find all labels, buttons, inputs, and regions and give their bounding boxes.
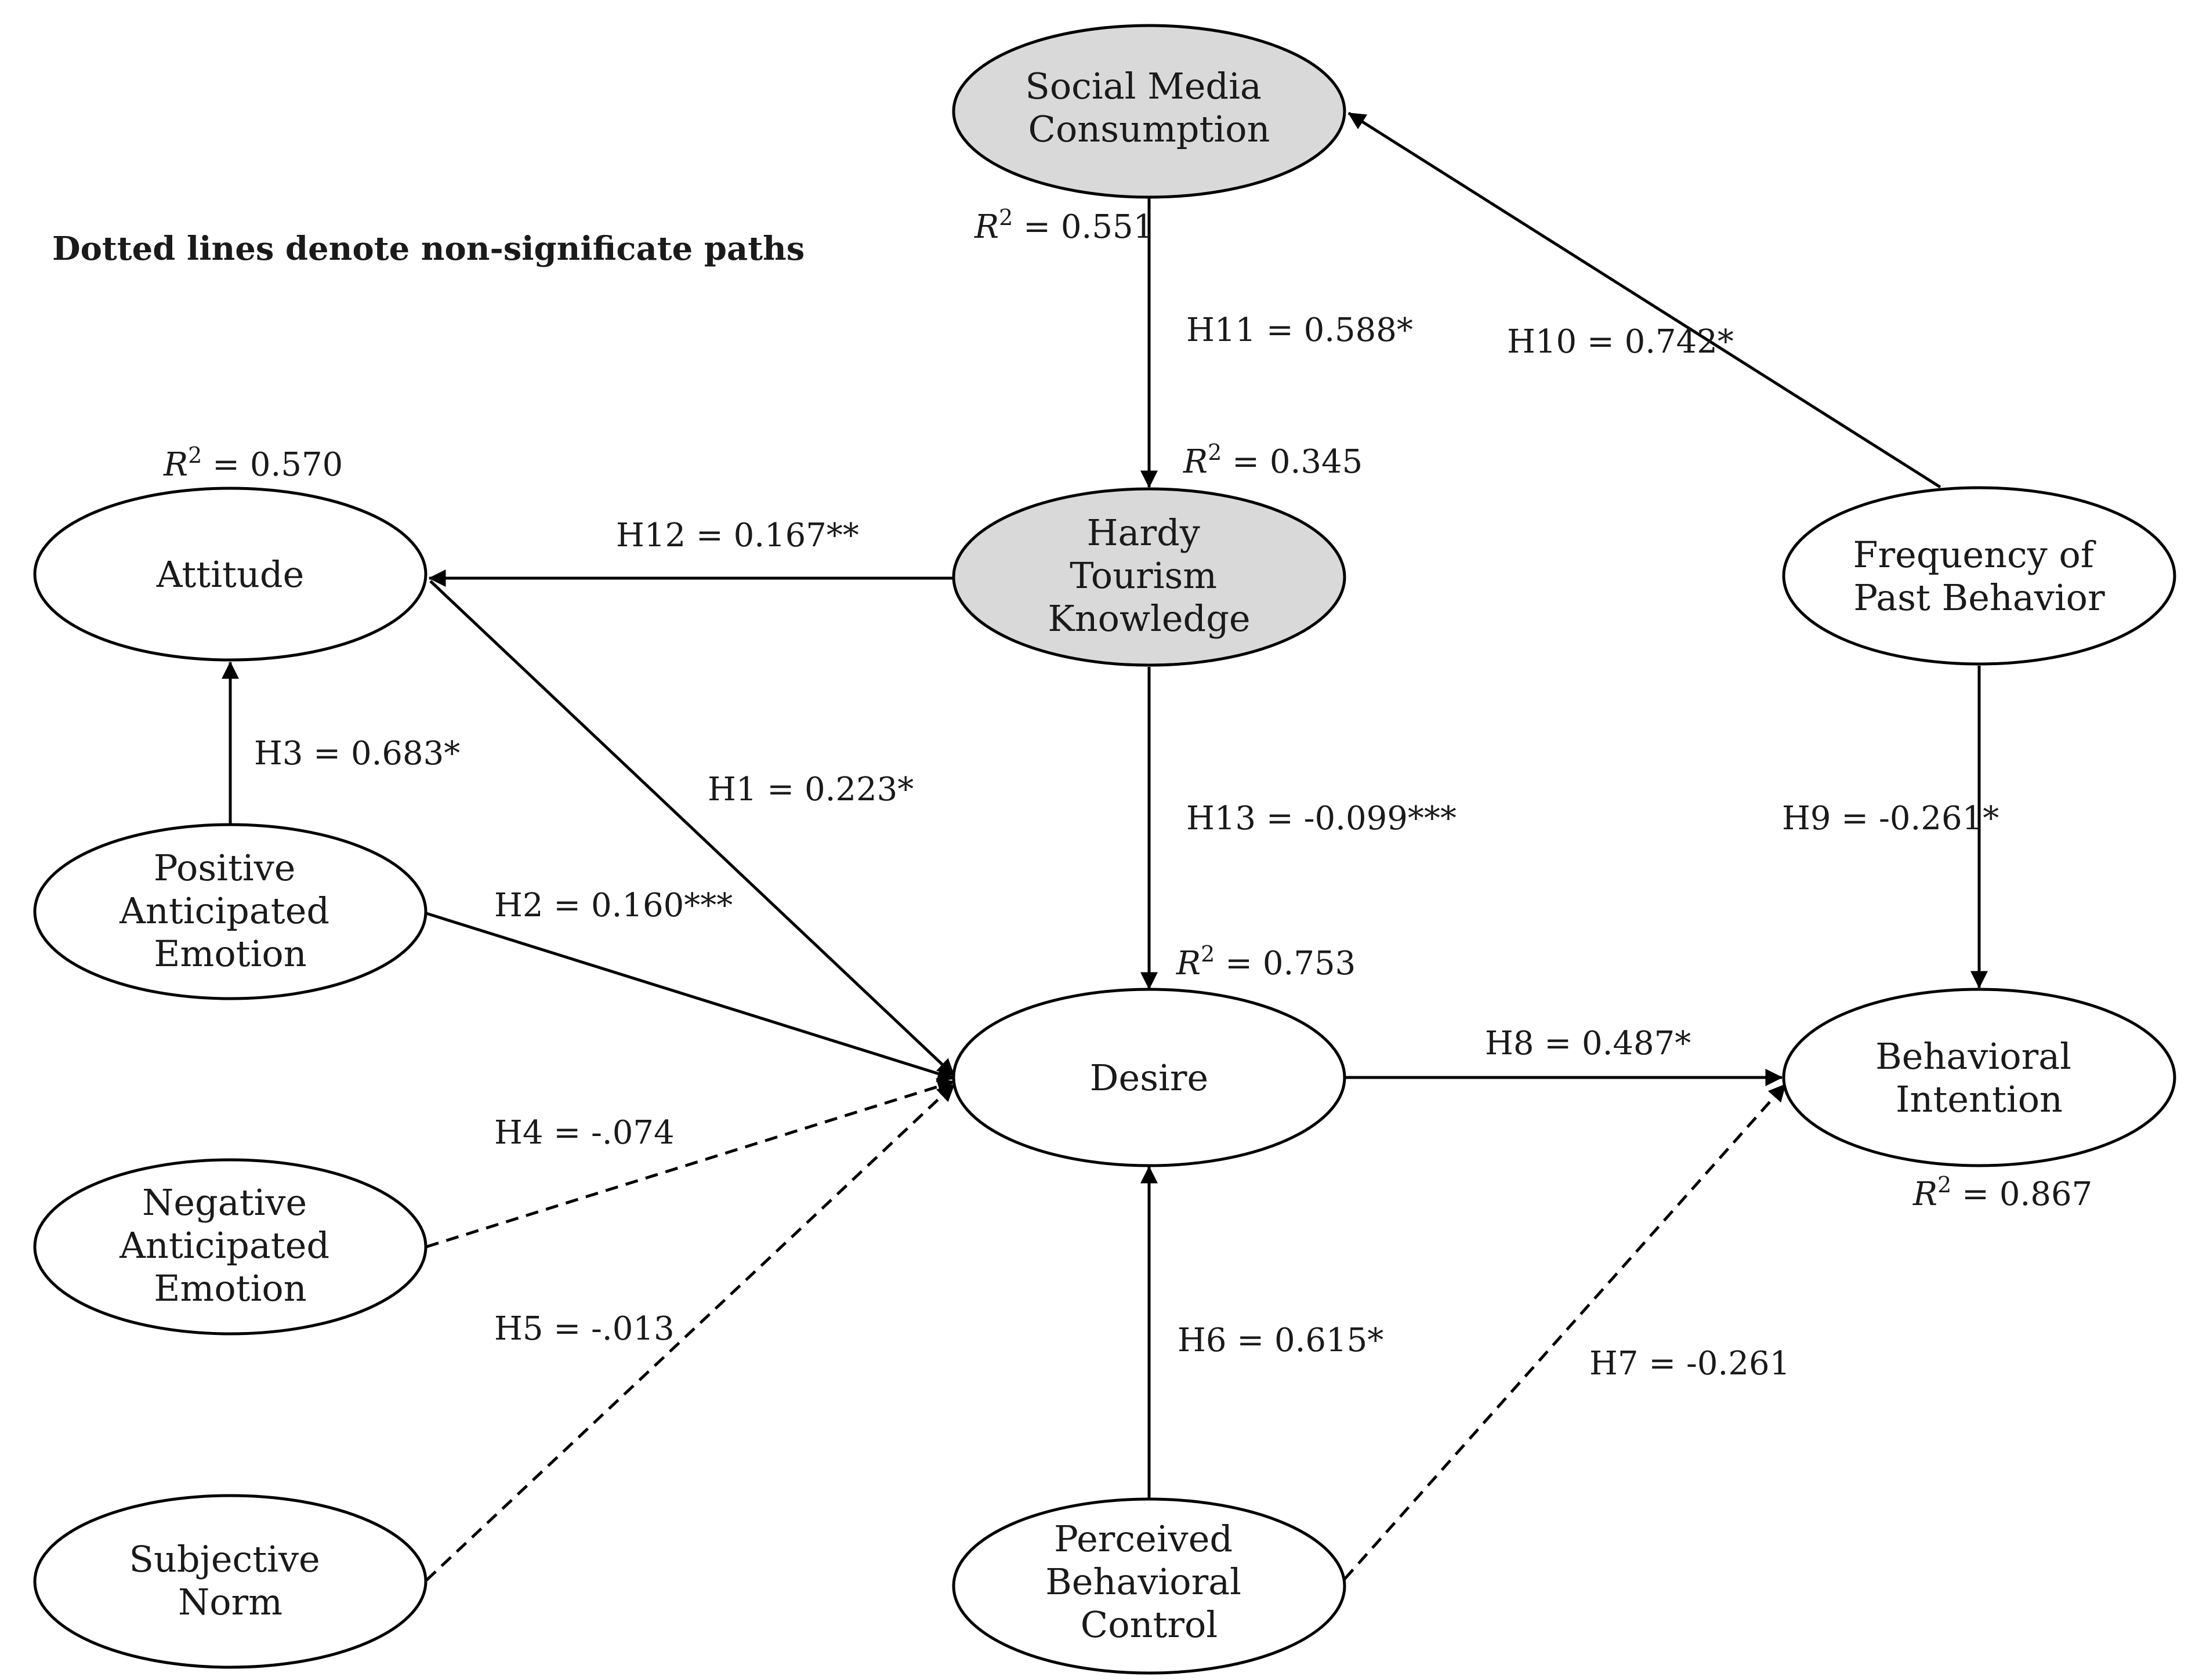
edge-h4 bbox=[426, 1078, 955, 1249]
path-labels: H11 = 0.588* H10 = 0.742* H12 = 0.167** … bbox=[254, 311, 1999, 1383]
path-label-h12: H12 = 0.167** bbox=[616, 517, 859, 554]
node-frequency-of-past-behavior: Frequency of Past Behavior bbox=[1782, 486, 2176, 666]
path-label-h3: H3 = 0.683* bbox=[254, 735, 460, 772]
r2-attitude: R2 = 0.570 bbox=[163, 442, 343, 484]
path-label-h7: H7 = -0.261 bbox=[1589, 1345, 1790, 1383]
edge-h5 bbox=[425, 1083, 955, 1581]
node-label: Attitude bbox=[156, 553, 305, 596]
node-subjective-norm: Subjective Norm bbox=[33, 1494, 428, 1669]
node-label: Subjective Norm bbox=[129, 1538, 332, 1623]
path-label-h5: H5 = -.013 bbox=[494, 1310, 675, 1348]
node-shape bbox=[952, 988, 1346, 1167]
edge-h10 bbox=[1347, 111, 1941, 489]
r2-labels: R2 = 0.551 R2 = 0.345 R2 = 0.570 R2 = 0.… bbox=[163, 205, 2092, 1213]
node-label: Behavioral Intention bbox=[1875, 1035, 2082, 1120]
path-label-h1: H1 = 0.223* bbox=[708, 771, 914, 808]
node-shape bbox=[1782, 486, 2176, 666]
node-label: Perceived Behavioral Control bbox=[1045, 1518, 1252, 1646]
node-social-media-consumption: Social Media Consumption bbox=[952, 24, 1346, 199]
node-shape bbox=[1782, 988, 2176, 1167]
node-shape bbox=[33, 823, 428, 1000]
edge-h1 bbox=[429, 580, 955, 1077]
node-behavioral-intention: Behavioral Intention bbox=[1782, 988, 2176, 1167]
path-label-h13: H13 = -0.099*** bbox=[1186, 800, 1457, 837]
node-hardy-tourism-knowledge: Hardy Tourism Knowledge bbox=[952, 487, 1346, 667]
edges bbox=[222, 111, 1988, 1581]
node-negative-anticipated-emotion: Negative Anticipated Emotion bbox=[33, 1158, 428, 1336]
node-label: Desire bbox=[1090, 1057, 1208, 1099]
node-label: Frequency of Past Behavior bbox=[1853, 534, 2105, 619]
path-label-h2: H2 = 0.160*** bbox=[494, 887, 733, 924]
node-perceived-behavioral-control: Perceived Behavioral Control bbox=[952, 1497, 1346, 1675]
r2-behavioral-intention: R2 = 0.867 bbox=[1912, 1172, 2092, 1213]
node-shape bbox=[952, 24, 1346, 199]
path-label-h9: H9 = -0.261* bbox=[1782, 800, 1999, 837]
node-attitude: Attitude bbox=[33, 487, 428, 662]
node-shape bbox=[33, 487, 428, 662]
node-label: Hardy Tourism Knowledge bbox=[1048, 511, 1250, 640]
r2-social-media-consumption: R2 = 0.551 bbox=[974, 205, 1154, 246]
edge-h7 bbox=[1343, 1083, 1787, 1580]
path-label-h6: H6 = 0.615* bbox=[1178, 1322, 1383, 1359]
legend-note: Dotted lines denote non-significate path… bbox=[52, 230, 805, 268]
path-label-h10: H10 = 0.742* bbox=[1507, 323, 1734, 361]
edge-h2 bbox=[426, 912, 955, 1082]
r2-hardy-tourism-knowledge: R2 = 0.345 bbox=[1183, 440, 1363, 481]
path-label-h8: H8 = 0.487* bbox=[1485, 1025, 1691, 1062]
node-positive-anticipated-emotion: Positive Anticipated Emotion bbox=[33, 823, 428, 1000]
path-label-h11: H11 = 0.588* bbox=[1186, 311, 1413, 349]
node-desire: Desire bbox=[952, 988, 1346, 1167]
node-shape bbox=[33, 1158, 428, 1336]
node-shape bbox=[33, 1494, 428, 1669]
node-shape bbox=[952, 1497, 1346, 1675]
node-label: Social Media Consumption bbox=[1025, 65, 1273, 150]
node-label: Negative Anticipated Emotion bbox=[119, 1181, 341, 1309]
path-label-h4: H4 = -.074 bbox=[494, 1114, 675, 1152]
node-shape bbox=[952, 487, 1346, 667]
node-label: Positive Anticipated Emotion bbox=[119, 847, 341, 975]
nodes: Social Media Consumption Hardy Tourism K… bbox=[33, 24, 2176, 1675]
r2-desire: R2 = 0.753 bbox=[1176, 941, 1356, 982]
